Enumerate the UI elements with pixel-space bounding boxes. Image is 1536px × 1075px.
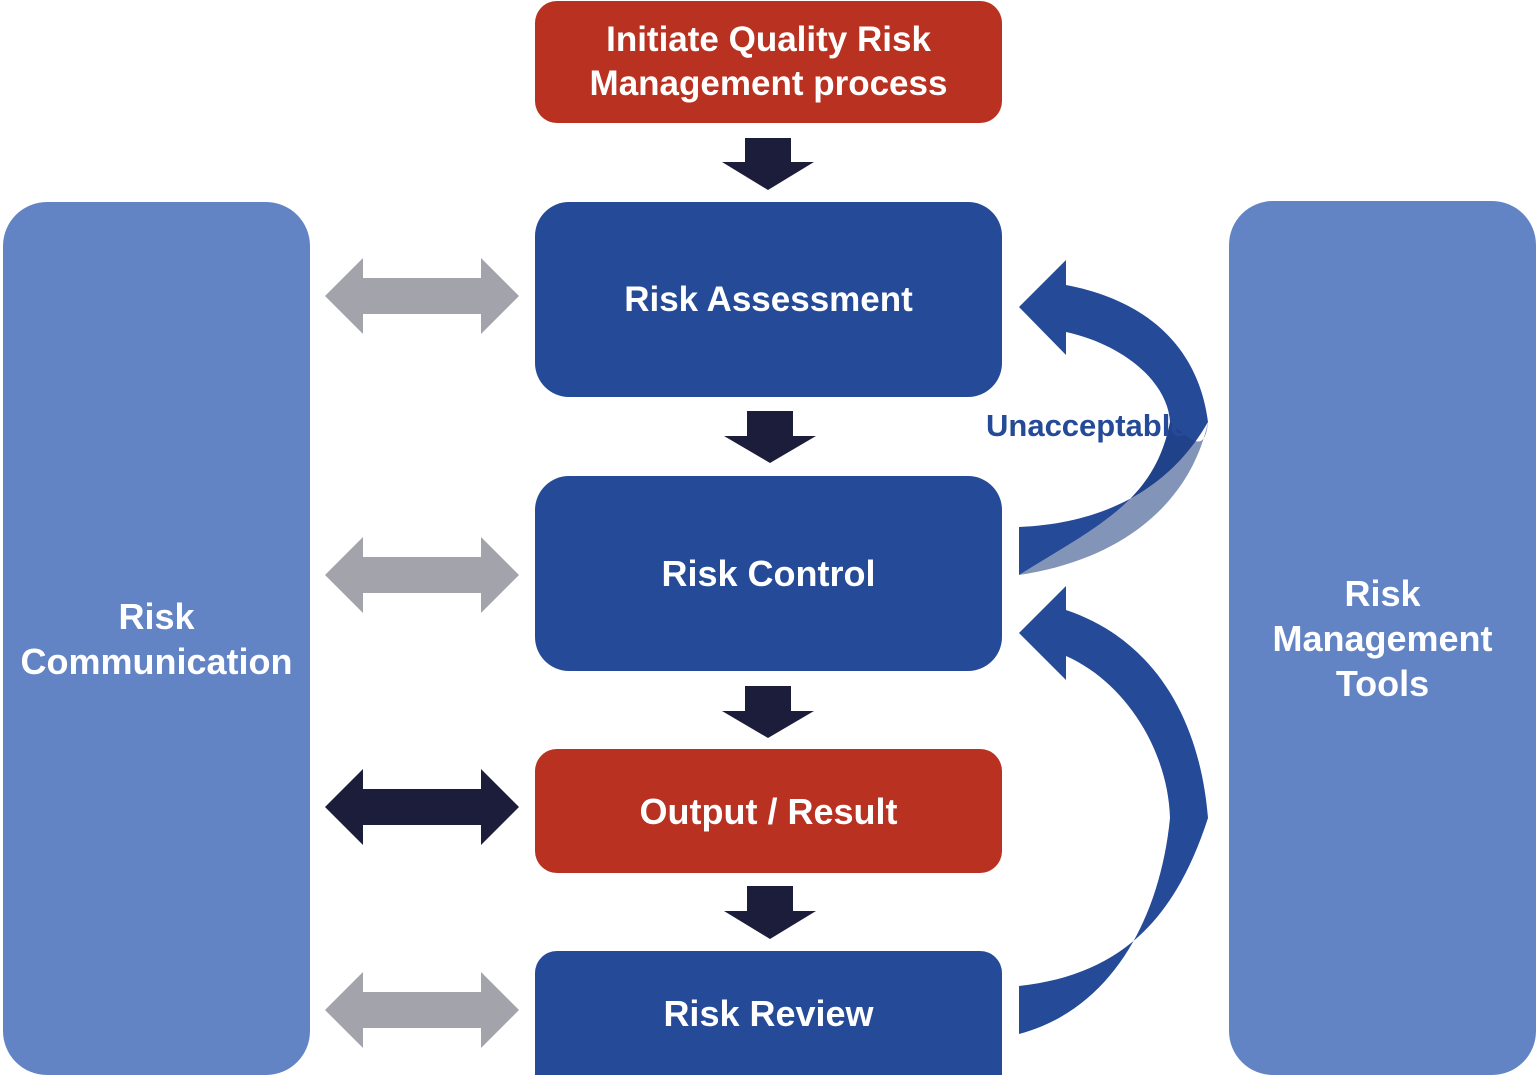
down-arrow-initiate-to-assessment	[722, 138, 814, 190]
initiate-qrm-box: Initiate Quality Risk Management process	[535, 1, 1002, 123]
double-arrow-communication-control	[325, 537, 519, 613]
output-result-box: Output / Result	[535, 749, 1002, 873]
loop-arrow-control-to-assessment	[1019, 260, 1208, 575]
risk-assessment-box: Risk Assessment	[535, 202, 1002, 397]
double-arrow-communication-review	[325, 972, 519, 1048]
risk-review-box: Risk Review	[535, 951, 1002, 1075]
risk-management-tools-label: Risk Management Tools	[1272, 572, 1493, 704]
down-arrow-control-to-output	[722, 686, 814, 738]
output-result-label: Output / Result	[639, 790, 898, 832]
risk-control-box: Risk Control	[535, 476, 1002, 671]
down-arrow-assessment-to-control	[724, 411, 816, 463]
risk-control-label: Risk Control	[661, 553, 876, 594]
unacceptable-label: Unacceptable	[986, 408, 1188, 443]
risk-review-label: Risk Review	[663, 992, 874, 1034]
down-arrow-output-to-review	[724, 886, 816, 939]
initiate-qrm-label: Initiate Quality Risk Management process	[589, 20, 948, 103]
risk-communication-label: Risk Communication	[20, 595, 293, 682]
loop-arrow-shade	[1019, 422, 1208, 575]
loop-arrow-review-to-control	[1019, 586, 1208, 1034]
risk-communication-panel: Risk Communication	[3, 202, 310, 1075]
double-arrow-communication-output	[325, 769, 519, 845]
risk-management-tools-panel: Risk Management Tools	[1229, 201, 1536, 1075]
risk-assessment-label: Risk Assessment	[624, 279, 913, 319]
double-arrow-communication-assessment	[325, 258, 519, 334]
